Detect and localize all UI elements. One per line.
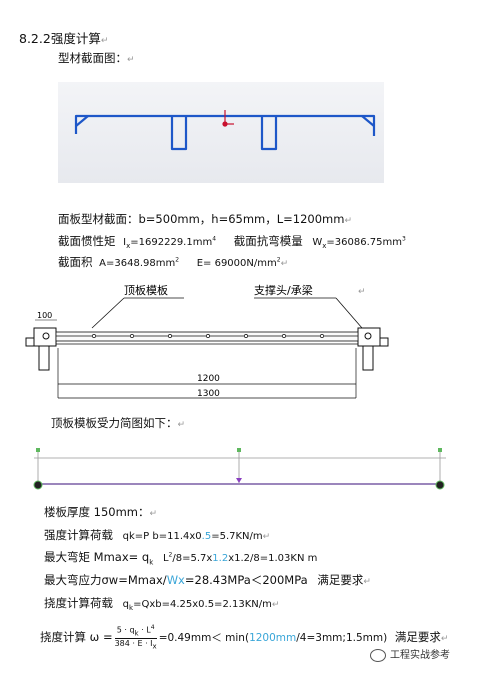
top-panel [55, 331, 359, 345]
max-stress-conclusion: 满足要求 [317, 573, 364, 587]
inertia-value: Ix=1692229.1mm4 [123, 235, 217, 250]
heading-number: 8.2.2 [19, 31, 51, 46]
right-support-node [435, 480, 445, 490]
profile-section-image [58, 82, 384, 183]
paragraph-mark: ↵ [271, 600, 280, 610]
force-diagram [33, 448, 446, 490]
paragraph-mark: ↵ [127, 55, 135, 65]
inertia-line: 截面惯性矩 Ix=1692229.1mm4 截面抗弯模量 Wx=36086.75… [58, 233, 406, 250]
strength-load-label: 强度计算荷载 [44, 528, 113, 542]
modulus-label: 截面抗弯模量 [233, 234, 303, 248]
formwork-drawing: 顶板模板 支撑头/承梁 ↵ 100 1200 1300 [25, 283, 389, 399]
max-moment-value: L2/8=5.7x1.2x1.2/8=1.03KN m [162, 551, 318, 564]
profile-section-drawing [74, 110, 376, 151]
force-caption-text: 顶板模板受力简图如下： [51, 416, 178, 430]
midspan-marker [236, 478, 242, 483]
strength-load-formula: qk=P b=11.4x0.5=5.7KN/m [122, 531, 263, 542]
max-stress-formula: 最大弯应力σw=Mmax/Wx=28.43MPa＜200MPa [44, 573, 308, 587]
paragraph-mark: ↵ [440, 633, 449, 644]
deflection-load-label: 挠度计算荷载 [44, 596, 113, 610]
modulus-value: Wx=36086.75mm3 [312, 235, 406, 250]
paragraph-mark: ↵ [358, 287, 366, 297]
watermark-text: 工程实战参考 [390, 650, 450, 661]
deflection-result: =0.49mm＜ min(1200mm/4=3mm;1.5mm) [158, 631, 388, 644]
deflection-load-line: 挠度计算荷载 qk=Qxb=4.25x0.5=2.13KN/m↵ [44, 595, 279, 612]
origin-axis-marker [222, 110, 234, 127]
wechat-icon [370, 648, 386, 662]
slab-thickness-text: 楼板厚度 150mm： [44, 505, 150, 519]
paragraph-mark: ↵ [363, 577, 371, 587]
paragraph-mark: ↵ [177, 420, 186, 430]
label-support-beam: 支撑头/承梁 [254, 283, 313, 297]
panel-holes [92, 334, 324, 338]
dimension-lines [57, 348, 357, 399]
max-stress-line: 最大弯应力σw=Mmax/Wx=28.43MPa＜200MPa 满足要求↵ [44, 572, 371, 588]
inertia-label: 截面惯性矩 [58, 234, 116, 248]
dim-100-label: 100 [37, 311, 52, 320]
deflection-calc-label: 挠度计算 ω = [40, 629, 113, 644]
left-support-node [33, 480, 43, 490]
load-markers [36, 448, 442, 452]
panel-section-text: 面板型材截面：b=500mm，h=65mm，L=1200mm [58, 212, 345, 226]
label-top-panel: 顶板模板 [124, 283, 168, 297]
paragraph-mark: ↵ [280, 259, 289, 269]
profile-caption: 型材截面图：↵ [58, 50, 135, 66]
paragraph-mark: ↵ [100, 36, 109, 46]
deflection-load-formula: qk=Qxb=4.25x0.5=2.13KN/m [122, 599, 272, 612]
paragraph-mark: ↵ [262, 532, 271, 542]
strength-load-line: 强度计算荷载 qk=P b=11.4x0.5=5.7KN/m↵ [44, 527, 270, 543]
section-heading: 8.2.2强度计算↵ [19, 28, 108, 47]
slab-thickness-line: 楼板厚度 150mm：↵ [44, 504, 157, 520]
deflection-conclusion: 满足要求 [394, 629, 441, 644]
panel-section-line: 面板型材截面：b=500mm，h=65mm，L=1200mm↵ [58, 211, 352, 227]
heading-title: 强度计算 [50, 31, 101, 46]
max-moment-formula: 最大弯矩 Mmax= qk [44, 550, 154, 567]
area-line: 截面积 A=3648.98mm2 E= 69000N/mm2↵ [58, 254, 288, 270]
max-moment-line: 最大弯矩 Mmax= qk L2/8=5.7x1.2x1.2/8=1.03KN … [44, 549, 317, 566]
area-label: 截面积 [58, 255, 93, 269]
left-support [25, 327, 57, 371]
paragraph-mark: ↵ [149, 509, 158, 519]
right-support [357, 327, 389, 371]
area-value: A=3648.98mm2 [99, 256, 180, 269]
elastic-modulus: E= 69000N/mm2 [196, 256, 281, 269]
dim-1300-label: 1300 [197, 389, 220, 399]
watermark: 工程实战参考 [370, 646, 450, 662]
profile-caption-text: 型材截面图： [58, 51, 127, 65]
dim-1200-label: 1200 [197, 374, 220, 384]
paragraph-mark: ↵ [344, 216, 353, 226]
force-diagram-caption: 顶板模板受力简图如下：↵ [51, 415, 185, 431]
